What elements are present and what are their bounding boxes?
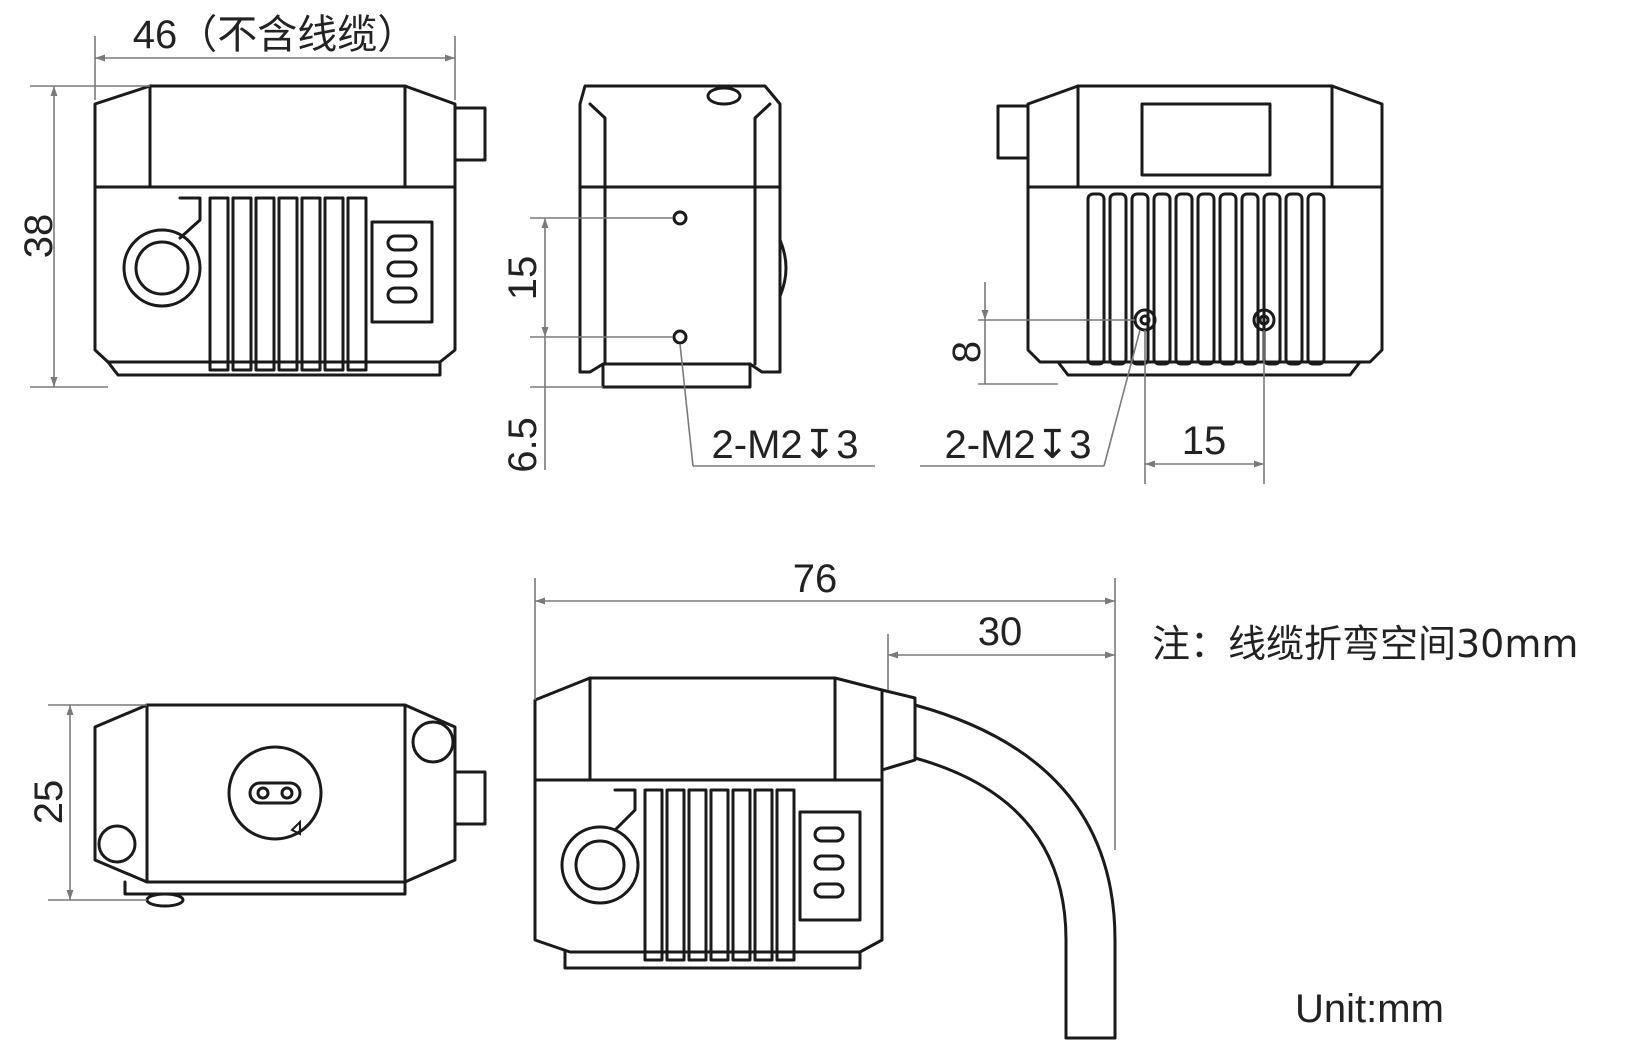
back-hole-callout: 2-M2↧3 xyxy=(945,423,1092,467)
cable-view xyxy=(533,676,1117,1040)
front-width-label: 46（不含线缆） xyxy=(133,13,418,57)
back-fins xyxy=(1086,192,1326,366)
unit-note: Unit:mm xyxy=(1295,987,1444,1031)
total-length-label: 76 xyxy=(793,557,838,601)
cable-length-label: 30 xyxy=(978,610,1023,654)
dim-front-width: 46（不含线缆） xyxy=(94,13,456,100)
cable-view-lens-icon xyxy=(560,825,640,905)
dim-side-holes: 15 6.5 2-M2↧3 xyxy=(501,217,875,473)
front-connector xyxy=(370,220,434,324)
top-view xyxy=(93,703,487,908)
bend-note: 注：线缆折弯空间30mm xyxy=(1152,622,1578,666)
dim-cable-length: 30 xyxy=(887,610,1115,690)
cable-view-connector xyxy=(798,810,862,922)
back-hole-height-label: 8 xyxy=(945,341,989,363)
top-depth-label: 25 xyxy=(27,780,71,825)
dim-total-length: 76 xyxy=(534,557,1116,850)
side-hole-callout: 2-M2↧3 xyxy=(712,423,859,467)
dim-top-depth: 25 xyxy=(27,704,147,901)
top-connector-icon xyxy=(227,745,323,841)
front-fins xyxy=(208,196,368,372)
dim-front-height: 38 xyxy=(17,85,150,388)
cable-view-fins xyxy=(643,788,796,962)
back-hole-pitch-label: 15 xyxy=(1182,419,1227,463)
front-height-label: 38 xyxy=(17,214,61,259)
dim-back-holes: 8 15 2-M2↧3 xyxy=(920,282,1265,484)
side-hole-offset-label: 6.5 xyxy=(501,417,545,473)
lens-icon xyxy=(122,228,202,308)
side-view xyxy=(578,84,788,389)
back-view xyxy=(996,84,1384,377)
front-view xyxy=(93,84,487,377)
side-hole-pitch-label: 15 xyxy=(501,256,545,301)
